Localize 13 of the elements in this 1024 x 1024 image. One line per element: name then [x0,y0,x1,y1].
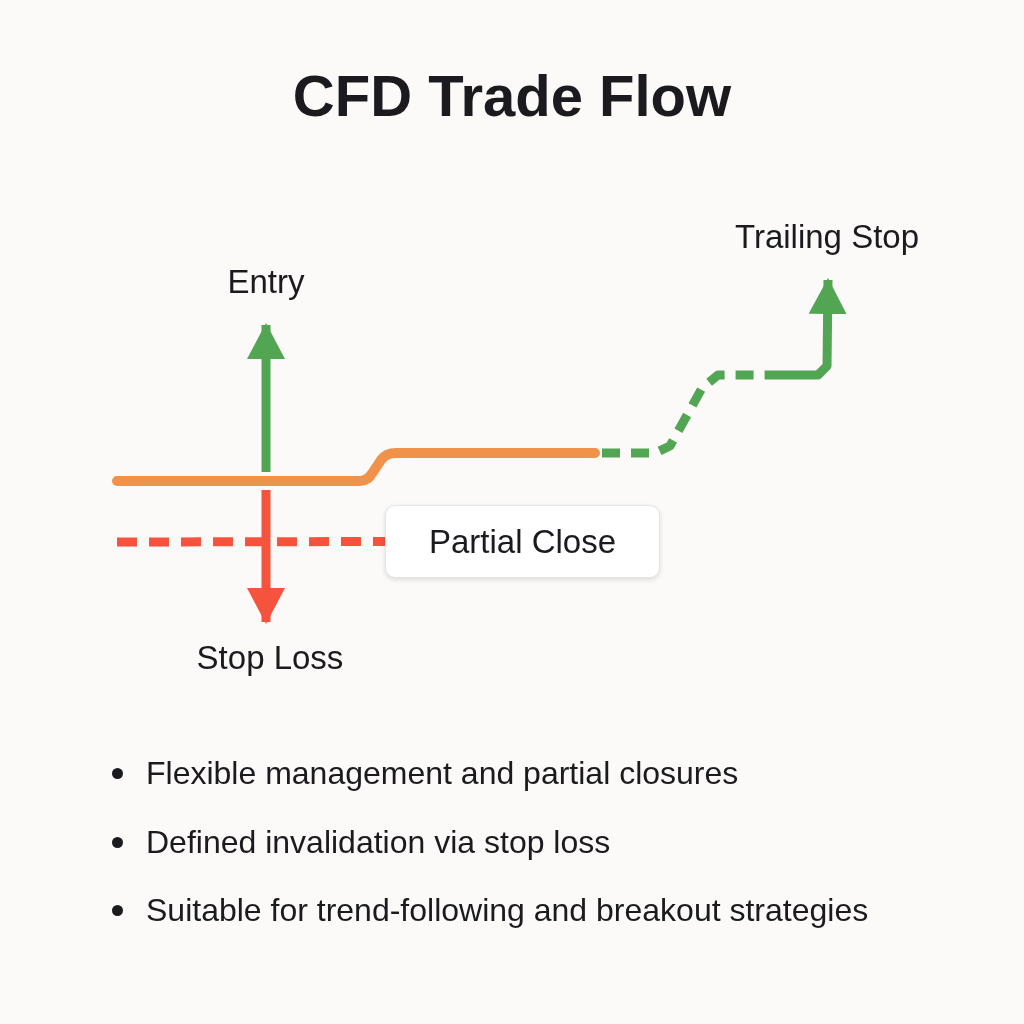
arrow [602,278,847,458]
node-text: Stop Loss [196,639,344,677]
label-box [385,505,660,578]
bullet-text: Defined invalidation via stop loss [146,823,612,862]
arrow [247,490,285,624]
node-text: Partial Close [428,522,617,561]
bullet-text: Flexible management and partial closures [146,754,740,793]
node-text: Trailing Stop [735,218,919,256]
arrow [247,323,285,472]
node-text: Entry [227,262,305,301]
title: CFD Trade Flow [291,62,733,129]
bullet-text: Suitable for trend-following and breakout strategies [146,891,870,930]
dashed-line [117,537,385,547]
